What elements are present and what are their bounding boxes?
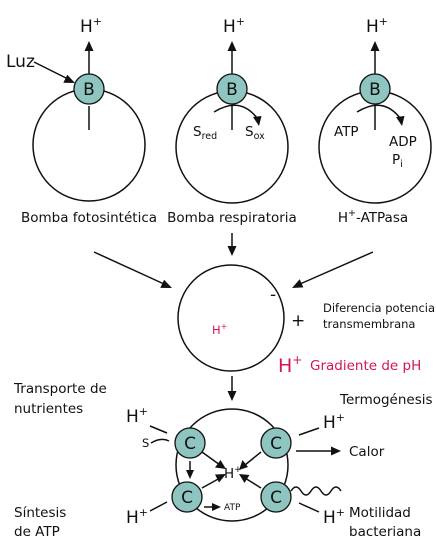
substrate-wave [150,438,170,444]
gradient-label: Gradiente de pH [310,358,421,374]
potential-label-line2: transmembrana [323,317,415,331]
atpase-pump: B H+ ATP ADP Pi H+-ATPasa [318,15,432,226]
photo-pump-label: Bomba fotosintética [21,210,157,226]
photo-cell-circle [32,88,146,202]
c2-to-center-arrow [244,451,262,466]
arrow-atpase-to-cell [299,251,374,285]
resp-redox-arrowhead [253,116,262,126]
photo-pump-ball [73,73,105,105]
resp-proton-label: H+ [223,15,245,37]
cell-minus-sign: - [270,285,276,305]
arrow-cell-to-uses-head [227,391,237,401]
transport-label-line1: Transporte de [13,381,107,397]
c3-to-center-arrow [201,477,221,489]
light-arrowhead [63,74,75,83]
atpase-h-arrowhead [370,41,380,51]
use-symbol-motility: C [270,488,282,508]
atpase-reaction-arrowhead [396,116,405,126]
motility-label-line2: bacteriana [349,524,421,540]
respiratory-pump: B H+ Sred Sox Bomba respiratoria [167,15,297,226]
thermo-proton: H+ [323,411,345,433]
light-label: Luz [6,52,35,72]
c1-to-center-head [215,460,226,469]
atpase-adp-label: ADP [389,134,417,150]
motility-proton-arrow [298,502,320,513]
atpase-reaction-arrow [356,104,401,119]
heat-label: Calor [349,444,385,460]
center-proton: H+ [224,465,242,482]
atpase-pump-label: H+-ATPasa [338,208,408,226]
resp-sox-label: Sox [245,124,265,142]
motility-label-line1: Motilidad [349,505,411,521]
flagellum-wave [290,486,342,496]
photo-h-arrowhead [84,41,94,51]
heat-arrowhead [331,446,341,456]
energized-cell: - + H+ Diferencia potencial transmembran… [177,264,436,401]
thermo-proton-arrow [298,427,320,436]
resp-sred-label: Sred [193,124,217,142]
atpase-atp-label: ATP [334,124,359,140]
cell-plus-sign: + [291,311,305,331]
atpase-pump-ball [359,73,391,105]
pmf-uses: Transporte de nutrientes Termogénesis Ca… [13,381,433,540]
synthesis-label-line2: de ATP [14,524,60,540]
motility-proton: H+ [323,506,345,528]
photo-proton-label: H+ [80,15,102,37]
photosynthetic-pump: B H+ Luz Bomba fotosintética [6,15,157,226]
arrow-photo-to-cell-head [160,279,172,288]
atpase-proton-label: H+ [366,15,388,37]
c1-to-center-arrow [201,451,221,466]
c4-to-center-head [239,474,250,483]
atp-synthesis-arrowhead [212,503,221,511]
bottom-cell-circle [175,408,289,522]
photo-pump-symbol: B [83,80,95,100]
cell-inside-proton: H+ [212,322,227,337]
use-symbol-synthesis: C [181,488,193,508]
thermogenesis-label: Termogénesis [339,392,433,408]
substrate-label: S [142,436,149,450]
arrow-atpase-to-cell-head [292,279,304,288]
c2-to-center-head [239,460,248,470]
transport-proton: H+ [126,405,148,427]
central-cell-circle [177,264,285,372]
resp-h-arrowhead [227,41,237,51]
use-ball-synthesis [171,481,203,513]
light-arrow [33,61,69,80]
use-ball-thermo [260,427,292,459]
c3-to-center-head [215,474,226,483]
c4-to-center-arrow [244,477,262,489]
use-symbol-thermo: C [270,434,282,454]
transport-label-line2: nutrientes [14,401,83,417]
arrow-resp-to-cell-head [227,246,237,256]
atpase-pi-label: Pi [392,152,403,170]
atpase-pump-symbol: B [369,80,381,100]
use-symbol-transport: C [184,434,196,454]
resp-pump-label: Bomba respiratoria [167,210,297,226]
synthesis-proton: H+ [126,506,148,528]
transport-proton-arrow [149,425,168,434]
potential-label-line1: Diferencia potencial [323,301,436,315]
synthesis-label-line1: Síntesis [14,505,66,521]
converging-arrows [93,233,374,288]
c1-down-head [186,470,194,479]
gradient-proton: H+ [278,353,302,377]
synthesis-proton-arrow [149,501,168,512]
use-ball-motility [260,481,292,513]
resp-pump-ball [216,73,248,105]
resp-redox-arrow [213,104,258,119]
resp-pump-symbol: B [226,80,238,100]
use-ball-transport [174,427,206,459]
arrow-photo-to-cell [93,251,165,285]
atp-product-label: ATP [224,503,241,513]
